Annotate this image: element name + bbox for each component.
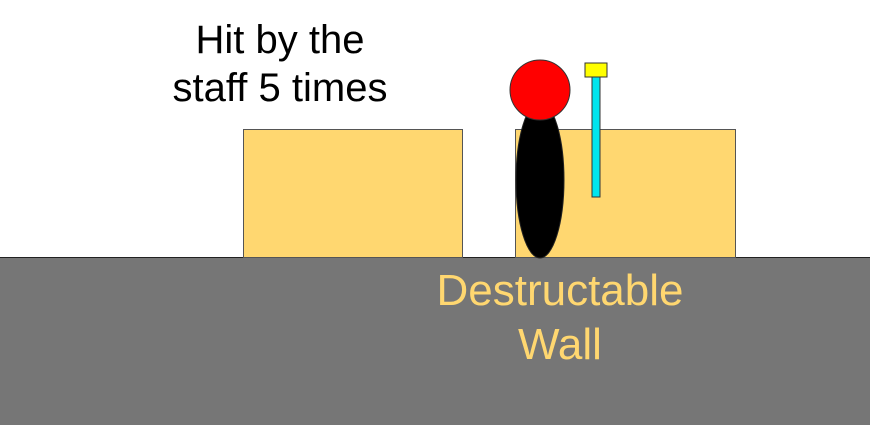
wall-label-line-2: Wall [518,320,602,369]
player-head [509,59,571,121]
caption-line-1: Hit by the [195,18,365,62]
wall-label-line-1: Destructable [436,266,684,315]
destructable-wall-label: Destructable Wall [395,264,725,372]
ground [0,257,870,425]
caption-line-2: staff 5 times [172,66,388,110]
block-left [243,129,463,258]
staff-head [584,62,608,78]
destructable-wall-block[interactable] [515,129,736,258]
hit-count-caption: Hit by the staff 5 times [130,16,430,112]
